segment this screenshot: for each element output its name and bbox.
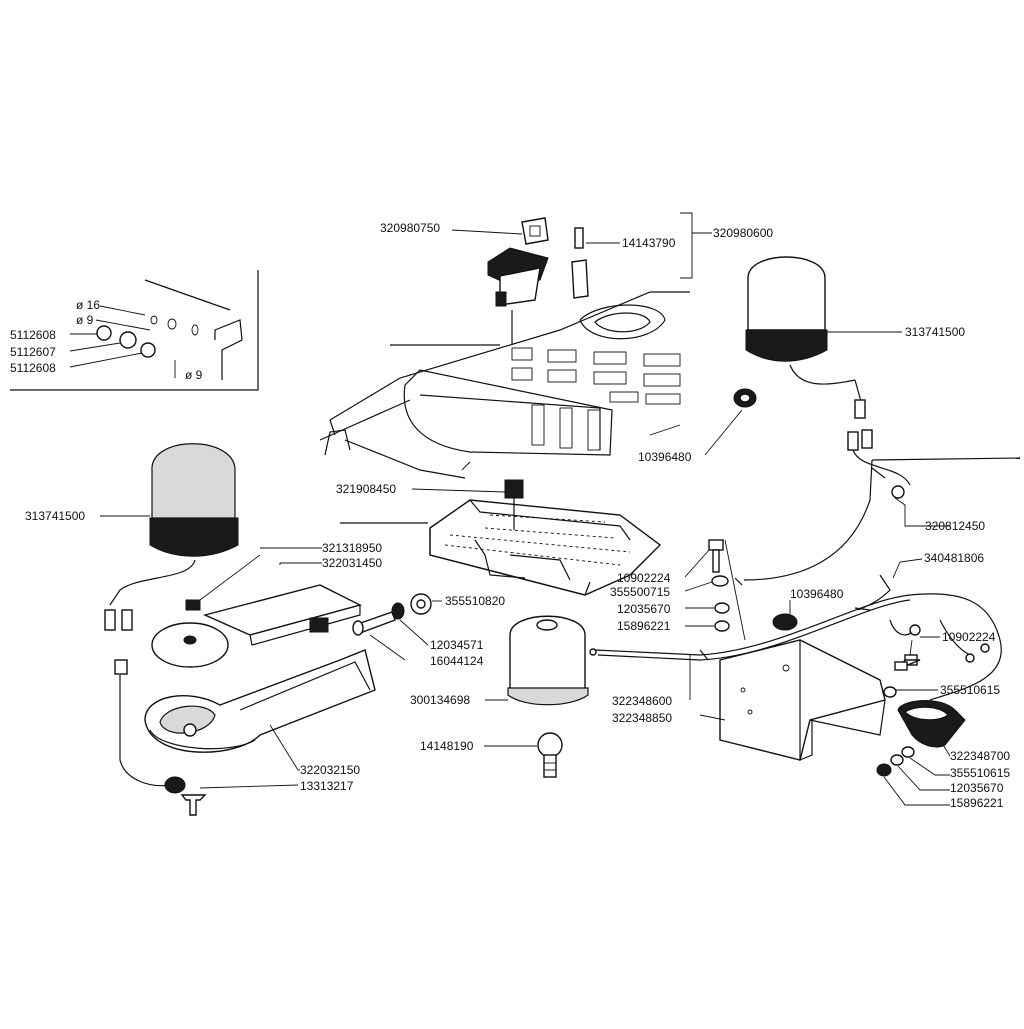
label-bolt-b: 10902224 (942, 630, 996, 644)
cover: 322348700 (897, 700, 1010, 763)
inset-part-3-label: 5112608 (10, 361, 56, 375)
fastener-stack-b: 10902224 355510615 (883, 630, 1000, 698)
left-brackets: 321318950 322031450 (151, 541, 382, 668)
label-beacon-right: 313741500 (905, 325, 965, 339)
mount-bracket (719, 539, 886, 761)
fastener-stack-c: 355510615 12035670 15896221 (876, 746, 1010, 810)
relay-box: 321908450 (336, 479, 662, 596)
label-pin: 12034571 (430, 638, 484, 652)
label-support: 322032150 (300, 763, 360, 777)
label-switch-cover: 320980750 (380, 221, 440, 235)
diameter-9-bottom-label: ø 9 (185, 368, 203, 382)
diameter-16-label: ø 16 (76, 298, 100, 312)
label-nut-b: 15896221 (617, 619, 671, 633)
left-cable: 13313217 (114, 659, 354, 816)
main-cable: 340481806 322348600 322348850 (589, 459, 1002, 725)
label-bracket-a: 321318950 (322, 541, 382, 555)
label-grommet-top: 10396480 (638, 450, 692, 464)
label-cable-a: 322348600 (612, 694, 672, 708)
beacon-lens: 300134698 (410, 615, 589, 707)
beacon-left: 313741500 (25, 443, 239, 631)
label-bracket-b: 322031450 (322, 556, 382, 570)
dashboard-panel (319, 291, 690, 479)
label-cover: 322348700 (950, 749, 1010, 763)
label-beacon-left: 313741500 (25, 509, 85, 523)
label-fuse: 14143790 (622, 236, 676, 250)
relay-pins (444, 514, 631, 566)
label-lens: 300134698 (410, 693, 470, 707)
support-plate: 322032150 (144, 649, 376, 777)
label-bolt-c: 13313217 (300, 779, 354, 793)
label-screw: 16044124 (430, 654, 484, 668)
label-cable-b: 322348850 (612, 711, 672, 725)
switch-assembly: 320980750 14143790 320980600 (380, 212, 773, 345)
vent-grille (511, 347, 681, 405)
label-switch-group: 320980600 (713, 226, 773, 240)
inset-part-1-label: 5112608 (10, 328, 56, 342)
beacon-right: 313741500 320812450 (745, 256, 1021, 533)
inset-part-2-label: 5112607 (10, 345, 56, 359)
fastener-stack-a: 10902224 355500715 12035670 15896221 (610, 539, 730, 633)
bulb: 14148190 (420, 732, 563, 778)
label-nut-c: 12035670 (950, 781, 1004, 795)
label-washer-b: 355510615 (940, 683, 1000, 697)
label-nut-d: 15896221 (950, 796, 1004, 810)
grommet-mid: 10396480 (772, 587, 844, 631)
label-harness-right: 320812450 (925, 519, 985, 533)
label-bolt-a: 10902224 (617, 571, 671, 585)
label-grommet-mid: 10396480 (790, 587, 844, 601)
label-washer-a: 355500715 (610, 585, 670, 599)
grommet-top: 10396480 (638, 388, 757, 464)
label-washer-c: 355510615 (950, 766, 1010, 780)
label-washer-top: 355510820 (445, 594, 505, 608)
label-cable-end: 340481806 (924, 551, 984, 565)
label-relay: 321908450 (336, 482, 396, 496)
diameter-9-top-label: ø 9 (76, 313, 94, 327)
label-bulb: 14148190 (420, 739, 474, 753)
inset-detail: ø 16 ø 9 ø 9 5112608 5112607 5112608 (10, 270, 259, 391)
pin-screw-group: 355510820 12034571 16044124 (352, 593, 505, 668)
label-nut-a: 12035670 (617, 602, 671, 616)
